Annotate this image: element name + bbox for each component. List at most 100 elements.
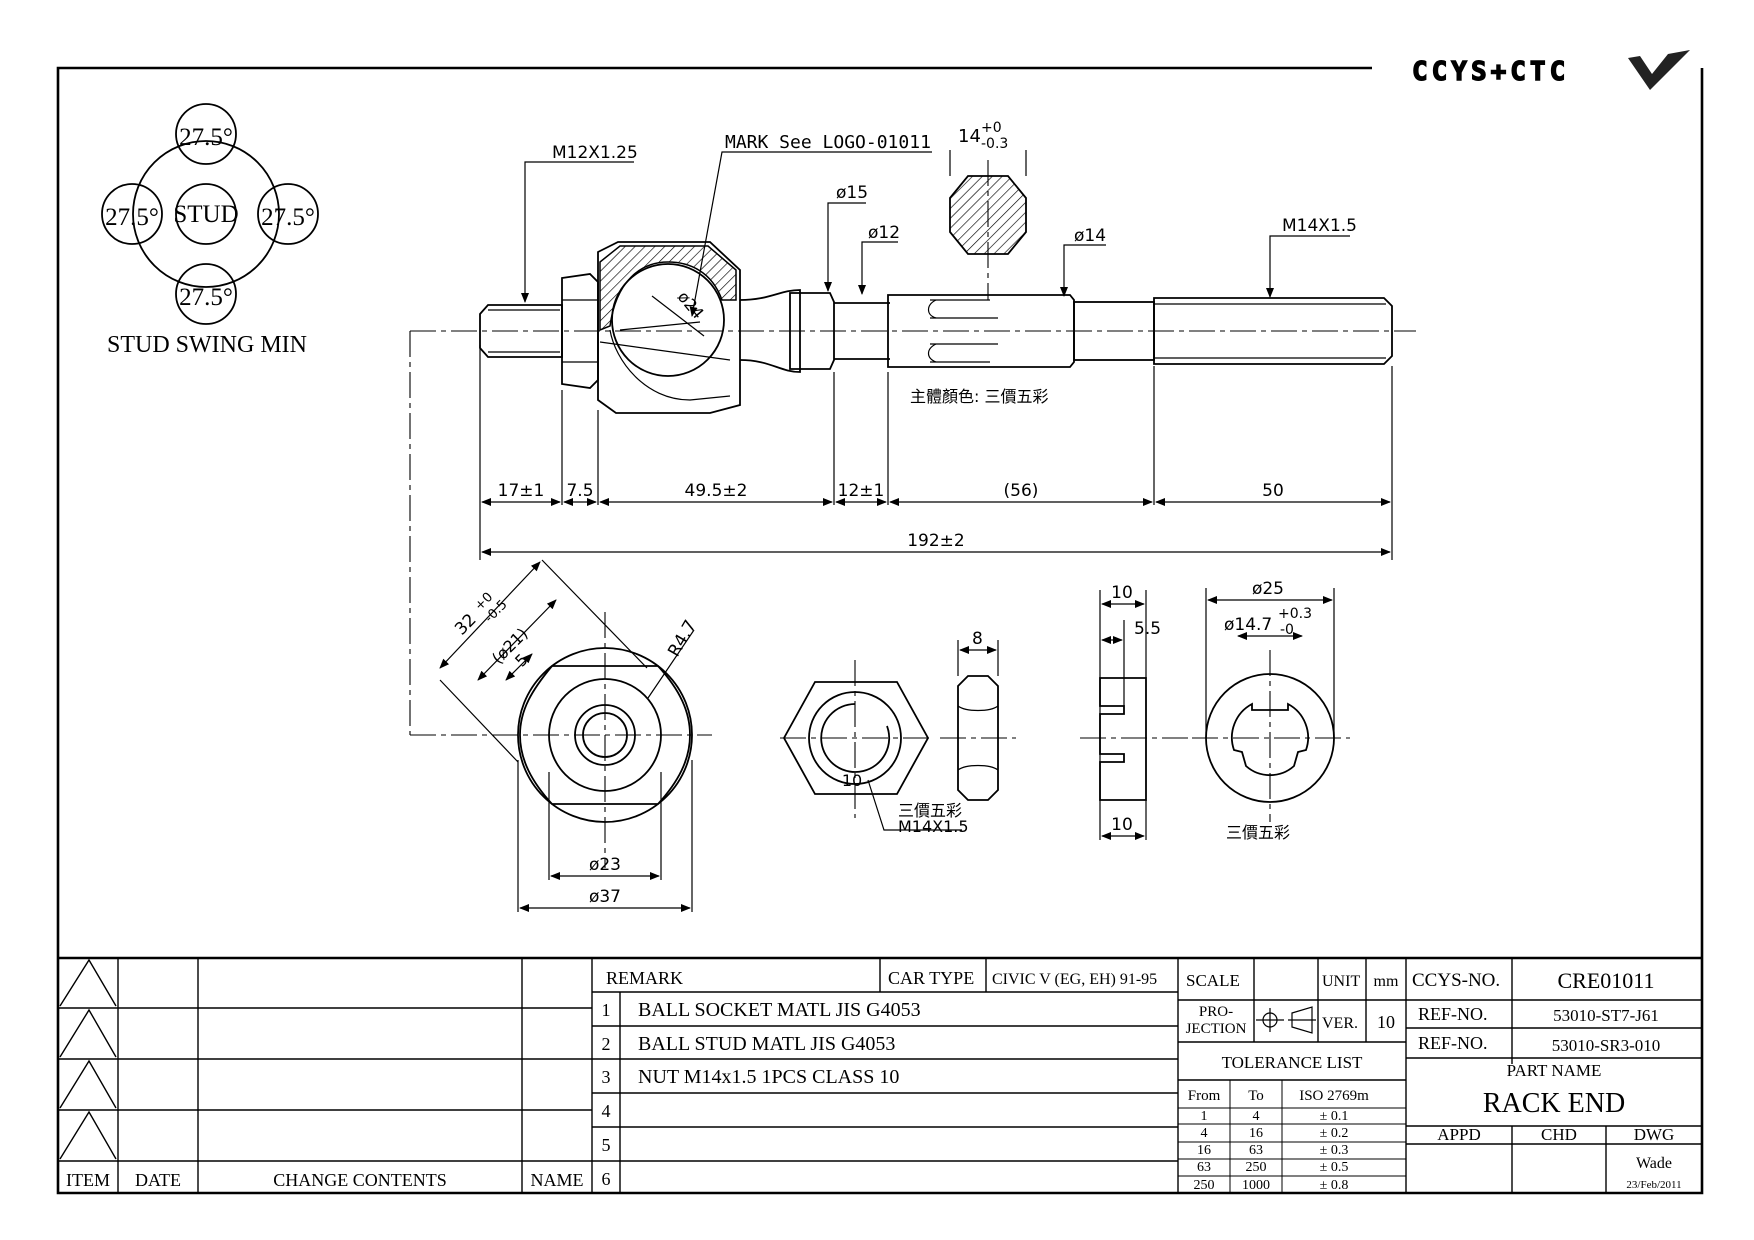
scale-label: SCALE xyxy=(1186,971,1240,990)
tol-row2-from: 4 xyxy=(1201,1126,1208,1141)
callout-flat-tol-down: -0.3 xyxy=(981,136,1008,152)
tol-row5-from: 250 xyxy=(1194,1178,1215,1193)
tolerance-title: TOLERANCE LIST xyxy=(1222,1053,1363,1072)
nut-across-10: 10 xyxy=(842,771,862,790)
ref-no-label-1: REF-NO. xyxy=(1418,1004,1488,1024)
tol-row5-to: 1000 xyxy=(1242,1178,1270,1193)
washer-views: 10 5.5 10 ø25 ø14.7 +0.3 -0 三價五彩 xyxy=(1080,579,1350,842)
car-type-label: CAR TYPE xyxy=(888,968,974,988)
socket-end-view: 32 +0 -0.5 (ø21) 5 R4.7 ø23 ø37 xyxy=(410,559,712,912)
logo-mark-icon xyxy=(1628,50,1690,90)
callout-thread-left: M12X1.25 xyxy=(552,143,638,163)
ccys-no-value: CRE01011 xyxy=(1558,968,1655,993)
remark-no-5: 5 xyxy=(602,1135,611,1155)
callout-thread-right: M14X1.5 xyxy=(1282,216,1357,236)
part-name-label: PART NAME xyxy=(1507,1061,1602,1080)
remark-header: REMARK xyxy=(606,968,683,988)
callout-flat-tol-up: +0 xyxy=(981,120,1002,136)
tol-row2-tol: ± 0.2 xyxy=(1320,1126,1349,1141)
tol-row1-from: 1 xyxy=(1201,1109,1208,1124)
rack-end-side-view xyxy=(409,160,1416,735)
tol-header-from: From xyxy=(1188,1088,1221,1104)
swing-angle-top: 27.5° xyxy=(179,124,233,151)
swing-caption: STUD SWING MIN xyxy=(107,332,307,358)
callout-dia14: ø14 xyxy=(1074,226,1106,246)
tol-row5-tol: ± 0.8 xyxy=(1320,1178,1349,1193)
dim-50: 50 xyxy=(1262,481,1284,501)
washer-dia14-7-down: -0 xyxy=(1280,622,1294,638)
tol-row4-tol: ± 0.5 xyxy=(1320,1160,1349,1175)
washer-width-10-bottom: 10 xyxy=(1111,815,1133,835)
projection-label-2: JECTION xyxy=(1186,1021,1247,1037)
tol-row2-to: 16 xyxy=(1249,1126,1263,1141)
dim-17: 17±1 xyxy=(498,481,545,501)
tol-row4-to: 250 xyxy=(1246,1160,1267,1175)
tol-header-to: To xyxy=(1248,1088,1264,1104)
callout-flat-14: 14 xyxy=(958,126,981,147)
ccys-no-label: CCYS-NO. xyxy=(1412,970,1500,991)
remark-no-1: 1 xyxy=(602,1000,611,1020)
remark-no-3: 3 xyxy=(602,1067,611,1087)
remark-text-1: BALL SOCKET MATL JIS G4053 xyxy=(638,999,921,1021)
washer-width-10-top: 10 xyxy=(1111,583,1133,603)
nut-views: 10 三價五彩 M14X1.5 8 xyxy=(780,629,1016,836)
rev-header-name: NAME xyxy=(531,1170,584,1190)
dwg-label: DWG xyxy=(1634,1125,1675,1144)
remark-text-3: NUT M14x1.5 1PCS CLASS 10 xyxy=(638,1066,899,1088)
dim-7-5: 7.5 xyxy=(566,481,593,501)
remark-no-6: 6 xyxy=(602,1169,611,1189)
projection-symbol-icon xyxy=(1256,1006,1316,1034)
sheet-border xyxy=(56,66,1704,1195)
dim-5: 5 xyxy=(511,650,532,671)
swing-angle-left: 27.5° xyxy=(105,204,159,231)
washer-dia25: ø25 xyxy=(1252,579,1284,599)
tol-row1-tol: ± 0.1 xyxy=(1320,1109,1349,1124)
washer-finish: 三價五彩 xyxy=(1226,823,1290,842)
stud-swing-diagram: STUD 27.5° 27.5° 27.5° 27.5° STUD SWING … xyxy=(101,103,319,358)
ref-no-value-1: 53010-ST7-J61 xyxy=(1553,1006,1659,1025)
dim-49-5: 49.5±2 xyxy=(685,481,748,501)
company-logo: CCYS+CTC xyxy=(1411,50,1690,90)
dim-192: 192±2 xyxy=(907,531,965,551)
tol-row3-from: 16 xyxy=(1197,1143,1211,1158)
car-type-value: CIVIC V (EG, EH) 91-95 xyxy=(992,971,1157,988)
rev-header-date: DATE xyxy=(135,1170,181,1190)
nut-thread: M14X1.5 xyxy=(898,817,969,836)
nut-finish: 三價五彩 xyxy=(898,801,962,820)
unit-value: mm xyxy=(1374,973,1399,990)
revision-table: ITEM DATE CHANGE CONTENTS NAME xyxy=(66,1170,584,1190)
ref-no-value-2: 53010-SR3-010 xyxy=(1552,1036,1661,1055)
tol-row1-to: 4 xyxy=(1253,1109,1260,1124)
dim-12: 12±1 xyxy=(838,481,885,501)
swing-angle-bottom: 27.5° xyxy=(179,284,233,311)
tol-header-iso: ISO 2769m xyxy=(1299,1088,1369,1104)
tol-row3-tol: ± 0.3 xyxy=(1320,1143,1349,1158)
washer-dia14-7-up: +0.3 xyxy=(1278,606,1312,622)
logo-text: CCYS+CTC xyxy=(1412,57,1569,87)
dim-23: ø23 xyxy=(589,855,621,875)
callout-dia15: ø15 xyxy=(836,183,868,203)
chd-label: CHD xyxy=(1541,1125,1577,1144)
swing-center-label: STUD xyxy=(173,201,238,228)
dwg-date: 23/Feb/2011 xyxy=(1626,1179,1681,1191)
nut-width-8: 8 xyxy=(972,629,983,649)
callout-mark: MARK See LOGO-01011 xyxy=(725,132,931,153)
ver-value: 10 xyxy=(1377,1012,1395,1032)
tol-row3-to: 63 xyxy=(1249,1143,1263,1158)
dim-r4-7: R4.7 xyxy=(664,617,701,661)
title-block: SCALE UNIT mm PRO- JECTION VER. 10 TOLER… xyxy=(1186,968,1682,1193)
dim-32: 32 xyxy=(451,610,480,639)
rev-header-contents: CHANGE CONTENTS xyxy=(273,1170,447,1190)
dwg-name: Wade xyxy=(1636,1155,1672,1172)
remark-no-4: 4 xyxy=(602,1101,611,1121)
tol-row4-from: 63 xyxy=(1197,1160,1211,1175)
remark-text-2: BALL STUD MATL JIS G4053 xyxy=(638,1033,895,1055)
dim-37: ø37 xyxy=(589,887,621,907)
title-block-grid xyxy=(58,956,1702,1193)
unit-label: UNIT xyxy=(1322,973,1360,990)
washer-width-5-5: 5.5 xyxy=(1134,619,1161,639)
ver-label: VER. xyxy=(1322,1015,1358,1032)
remark-table: REMARK CAR TYPE CIVIC V (EG, EH) 91-95 1… xyxy=(602,968,1158,1189)
ref-no-label-2: REF-NO. xyxy=(1418,1033,1488,1053)
appd-label: APPD xyxy=(1437,1125,1480,1144)
